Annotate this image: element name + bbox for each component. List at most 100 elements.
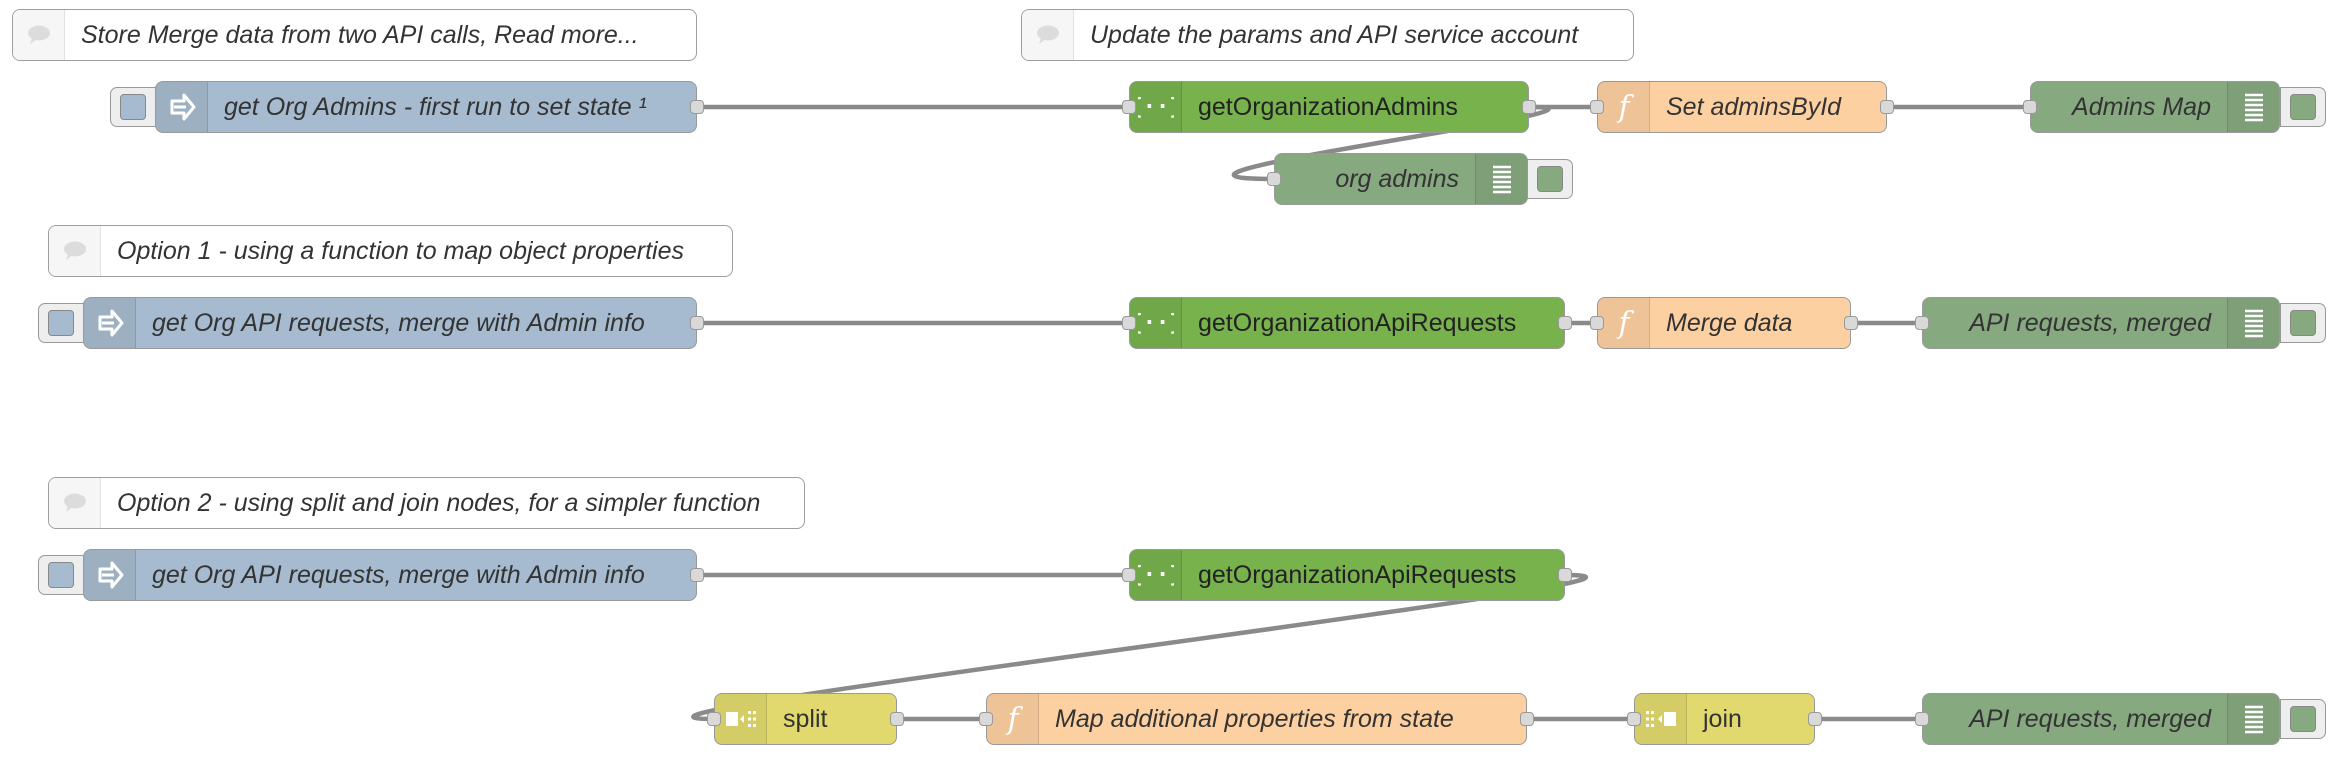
debug-node-api-requests-merged[interactable]: API requests, merged <box>1922 693 2280 745</box>
output-port[interactable] <box>890 712 904 726</box>
debug-button-swatch <box>1537 166 1563 192</box>
function-f-icon: f <box>1598 82 1650 132</box>
debug-node-api-requests-merged[interactable]: API requests, merged <box>1922 297 2280 349</box>
comment-node-option-2[interactable]: Option 2 - using split and join nodes, f… <box>48 477 805 529</box>
input-port[interactable] <box>1590 316 1604 330</box>
node-label: join <box>1703 704 1742 733</box>
input-port[interactable] <box>1122 316 1136 330</box>
comment-text: Option 2 - using split and join nodes, f… <box>117 488 761 517</box>
inject-trigger-button[interactable] <box>38 303 84 343</box>
input-port[interactable] <box>1267 172 1281 186</box>
debug-toggle-button[interactable] <box>1527 159 1573 199</box>
node-label: org admins <box>1335 164 1459 193</box>
function-node-set-admins-by-id[interactable]: f Set adminsById <box>1597 81 1887 133</box>
braces-icon: {··} <box>1130 550 1182 600</box>
node-label: get Org Admins - first run to set state … <box>224 92 647 121</box>
node-label: API requests, merged <box>1969 308 2211 337</box>
split-node[interactable]: split <box>714 693 897 745</box>
node-label: get Org API requests, merge with Admin i… <box>152 308 645 337</box>
inject-arrow-icon <box>84 550 136 600</box>
node-label: getOrganizationAdmins <box>1198 92 1458 121</box>
comment-node-update-params[interactable]: Update the params and API service accoun… <box>1021 9 1634 61</box>
node-label: Set adminsById <box>1666 92 1842 121</box>
comment-text: Update the params and API service accoun… <box>1090 20 1579 49</box>
input-port[interactable] <box>707 712 721 726</box>
debug-toggle-button[interactable] <box>2280 87 2326 127</box>
node-label: getOrganizationApiRequests <box>1198 308 1517 337</box>
node-label: get Org API requests, merge with Admin i… <box>152 560 645 589</box>
node-label: Merge data <box>1666 308 1793 337</box>
input-port[interactable] <box>1915 316 1929 330</box>
debug-toggle-button[interactable] <box>2280 303 2326 343</box>
node-label: getOrganizationApiRequests <box>1198 560 1517 589</box>
output-port[interactable] <box>1880 100 1894 114</box>
inject-button-swatch <box>48 310 74 336</box>
inject-arrow-icon <box>156 82 208 132</box>
function-f-icon: f <box>987 694 1039 744</box>
debug-button-swatch <box>2290 706 2316 732</box>
debug-button-swatch <box>2290 94 2316 120</box>
output-port[interactable] <box>690 568 704 582</box>
input-port[interactable] <box>1122 568 1136 582</box>
svg-text:f: f <box>1005 702 1023 737</box>
inject-trigger-button[interactable] <box>38 555 84 595</box>
debug-toggle-button[interactable] <box>2280 699 2326 739</box>
input-port[interactable] <box>979 712 993 726</box>
debug-list-icon <box>1475 154 1527 204</box>
output-port[interactable] <box>1520 712 1534 726</box>
speech-bubble-icon <box>13 10 65 60</box>
node-label: Admins Map <box>2072 92 2211 121</box>
output-port[interactable] <box>1844 316 1858 330</box>
function-node-merge-data[interactable]: f Merge data <box>1597 297 1851 349</box>
http-node-get-organization-admins[interactable]: {··} getOrganizationAdmins <box>1129 81 1529 133</box>
input-port[interactable] <box>1627 712 1641 726</box>
output-port[interactable] <box>1558 568 1572 582</box>
speech-bubble-icon <box>1022 10 1074 60</box>
comment-text: Option 1 - using a function to map objec… <box>117 236 684 265</box>
node-label: split <box>783 704 828 733</box>
svg-text:{··}: {··} <box>1138 563 1174 588</box>
inject-node-get-org-admins[interactable]: get Org Admins - first run to set state … <box>155 81 697 133</box>
debug-node-admins-map[interactable]: Admins Map <box>2030 81 2280 133</box>
svg-text:{··}: {··} <box>1138 95 1174 120</box>
comment-node-store-merge[interactable]: Store Merge data from two API calls, Rea… <box>12 9 697 61</box>
input-port[interactable] <box>1122 100 1136 114</box>
braces-icon: {··} <box>1130 82 1182 132</box>
function-f-icon: f <box>1598 298 1650 348</box>
svg-text:{··}: {··} <box>1138 311 1174 336</box>
debug-button-swatch <box>2290 310 2316 336</box>
svg-text:f: f <box>1616 306 1634 341</box>
input-port[interactable] <box>1915 712 1929 726</box>
inject-button-swatch <box>120 94 146 120</box>
http-node-get-organization-api-requests[interactable]: {··} getOrganizationApiRequests <box>1129 549 1565 601</box>
http-node-get-organization-api-requests[interactable]: {··} getOrganizationApiRequests <box>1129 297 1565 349</box>
svg-text:f: f <box>1616 90 1634 125</box>
inject-trigger-button[interactable] <box>110 87 156 127</box>
comment-text: Store Merge data from two API calls, Rea… <box>81 20 639 49</box>
debug-node-org-admins[interactable]: org admins <box>1274 153 1528 205</box>
speech-bubble-icon <box>49 226 101 276</box>
output-port[interactable] <box>1558 316 1572 330</box>
input-port[interactable] <box>2023 100 2037 114</box>
output-port[interactable] <box>1808 712 1822 726</box>
input-port[interactable] <box>1590 100 1604 114</box>
debug-list-icon <box>2227 82 2279 132</box>
comment-node-option-1[interactable]: Option 1 - using a function to map objec… <box>48 225 733 277</box>
output-port[interactable] <box>1522 100 1536 114</box>
node-label: Map additional properties from state <box>1055 704 1454 733</box>
function-node-map-additional-properties[interactable]: f Map additional properties from state <box>986 693 1527 745</box>
output-port[interactable] <box>690 100 704 114</box>
split-icon <box>715 694 767 744</box>
inject-node-get-org-api-requests[interactable]: get Org API requests, merge with Admin i… <box>83 549 697 601</box>
join-node[interactable]: join <box>1634 693 1815 745</box>
join-icon <box>1635 694 1687 744</box>
inject-arrow-icon <box>84 298 136 348</box>
output-port[interactable] <box>690 316 704 330</box>
node-label: API requests, merged <box>1969 704 2211 733</box>
debug-list-icon <box>2227 694 2279 744</box>
inject-button-swatch <box>48 562 74 588</box>
debug-list-icon <box>2227 298 2279 348</box>
speech-bubble-icon <box>49 478 101 528</box>
inject-node-get-org-api-requests[interactable]: get Org API requests, merge with Admin i… <box>83 297 697 349</box>
